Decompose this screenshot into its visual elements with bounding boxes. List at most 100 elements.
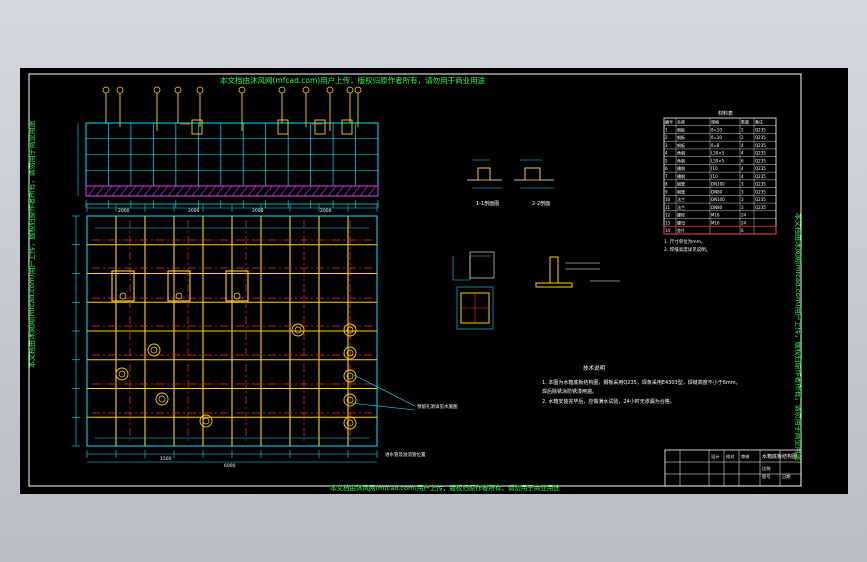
dim-label-1: 2000: [118, 208, 130, 214]
manhole-opening: [225, 270, 249, 302]
hatch-line: [135, 185, 145, 197]
title-block[interactable]: 水箱底板结构图 设计 校对 审核 比例 图号 日期: [664, 449, 802, 487]
pipe-hole-inner: [118, 370, 126, 378]
watermark-left: 本文档由沐风网(mfcad.com)用户上传，版权归原作者所有，请勿用于商业用途: [27, 120, 36, 368]
detail-1-label: 1-1剖面图: [476, 200, 499, 207]
hatch-line: [279, 185, 289, 197]
table-cell: 12: [665, 213, 671, 218]
watermark-top: 本文档由沐风网(mfcad.com)用户上传，版权归原作者所有，请勿用于商业用途: [220, 75, 486, 85]
table-cell: DN100: [711, 197, 725, 202]
table-cell: 24: [741, 220, 747, 225]
table-cell: 4: [741, 151, 744, 156]
dim-label-2: 2000: [188, 208, 200, 214]
manhole-opening: [167, 270, 191, 302]
table-cell: 钢板: [677, 134, 685, 140]
technical-notes[interactable]: 技术说明 1. 本图为水箱底板结构图，钢板采用Q235，焊条采用E4303型，焊…: [542, 364, 741, 405]
table-cell: 13: [665, 220, 671, 225]
watermark-bottom: 本文档由沐风网(mfcad.com)用户上传，版权归原作者所有，请勿用于商业用途: [330, 483, 560, 492]
pipe-hole-icon: [343, 393, 357, 407]
drawing-sheet[interactable]: 本文档由沐风网(mfcad.com)用户上传，版权归原作者所有，请勿用于商业用途…: [20, 68, 848, 494]
table-cell: 4: [741, 143, 744, 148]
table-cell: Q235: [755, 189, 766, 194]
table-cell: 10: [665, 197, 671, 202]
nozzle-box: [341, 119, 353, 135]
pipe-head-icon: [278, 86, 286, 94]
title-block-cell-4: 比例: [762, 465, 770, 472]
nozzle-box: [277, 119, 289, 135]
hatch-line: [223, 185, 233, 197]
hatch-line: [303, 185, 313, 197]
hatch-line: [199, 185, 209, 197]
table-cell: DN80: [711, 189, 723, 194]
hatch-line: [319, 185, 329, 197]
table-cell: DN80: [711, 205, 723, 210]
pipe-head-icon: [153, 86, 161, 94]
table-cell: [10: [711, 174, 718, 179]
plan-dimensions: [72, 204, 378, 463]
detail-1[interactable]: 1-1剖面图: [467, 159, 502, 207]
table-cell: 3: [741, 189, 744, 194]
callout-2: 进水管及溢流管位置: [385, 451, 426, 458]
sheet-border: [28, 73, 802, 487]
table-cell: 9: [665, 189, 668, 194]
hatch-line: [255, 185, 265, 197]
title-block-frame: [664, 449, 802, 487]
hatch-line: [271, 185, 281, 197]
hatch-line: [111, 185, 121, 197]
table-cell: 槽钢: [677, 173, 685, 179]
table-highlight-row: [663, 225, 777, 235]
hatch-line: [119, 185, 129, 197]
hatch-line: [287, 185, 297, 197]
pipe-hole-icon: [115, 367, 129, 381]
table-note-1: 1. 尺寸单位为mm。: [664, 238, 706, 245]
dim-label-6: 6000: [224, 463, 236, 469]
pipe-hole-inner: [158, 395, 166, 403]
elevation-view[interactable]: [77, 86, 379, 208]
table-cell: 槽钢: [677, 165, 685, 171]
pipe-hole-icon: [155, 392, 169, 406]
detail-4[interactable]: [535, 256, 620, 288]
plan-red-lines: [92, 220, 372, 442]
table-cell: Q235: [755, 135, 766, 140]
hatch-line: [263, 185, 273, 197]
table-header-cell: 数量: [741, 119, 749, 125]
plan-view[interactable]: 2000 2000 2000 2000 1500 6000 预留孔洞详见水施图 …: [72, 204, 458, 469]
table-cell: δ=10: [711, 127, 722, 132]
detail-3[interactable]: [452, 251, 495, 330]
table-cell: δ=10: [711, 135, 722, 140]
title-block-cell-1: 设计: [711, 453, 719, 460]
material-table-title: 材料表: [718, 110, 733, 117]
pipe-hole-icon: [291, 323, 305, 337]
pipe-head-icon: [174, 86, 182, 94]
table-cell: Q235: [755, 143, 766, 148]
title-block-cell-5: 图号: [762, 474, 770, 480]
elevation-hatch: [87, 185, 377, 197]
pipe-hole-icon: [343, 323, 357, 337]
pipe-head-icon: [302, 86, 310, 94]
plan-pipe-holes: [115, 323, 357, 430]
table-cell: 钢管: [677, 181, 685, 187]
pipe-hole-inner: [150, 346, 158, 354]
table-cell: 6: [665, 166, 668, 171]
pipe-head-icon: [238, 86, 246, 94]
title-block-cell-3: 审核: [741, 453, 750, 460]
table-cell: 5: [665, 158, 668, 163]
hatch-line: [207, 185, 217, 197]
hatch-line: [311, 185, 321, 197]
pipe-hole-inner: [294, 326, 302, 334]
drain-hole-icon: [119, 292, 127, 300]
pipe-head-icon: [102, 86, 110, 94]
dim-label-4: 2000: [320, 208, 332, 214]
notes-line-2: 焊后除锈涂防锈漆两遍。: [542, 388, 597, 395]
notes-line-1: 1. 本图为水箱底板结构图，钢板采用Q235，焊条采用E4303型，焊缝高度不小…: [542, 379, 741, 386]
table-cell: Q235: [755, 127, 766, 132]
elevation-pipes: [102, 86, 362, 135]
hatch-line: [175, 185, 185, 197]
hatch-line: [239, 185, 249, 197]
detail-2[interactable]: 2-2剖面: [514, 159, 554, 207]
table-cell: Q235: [755, 205, 766, 210]
hatch-line: [231, 185, 241, 197]
table-cell: 4: [741, 174, 744, 179]
